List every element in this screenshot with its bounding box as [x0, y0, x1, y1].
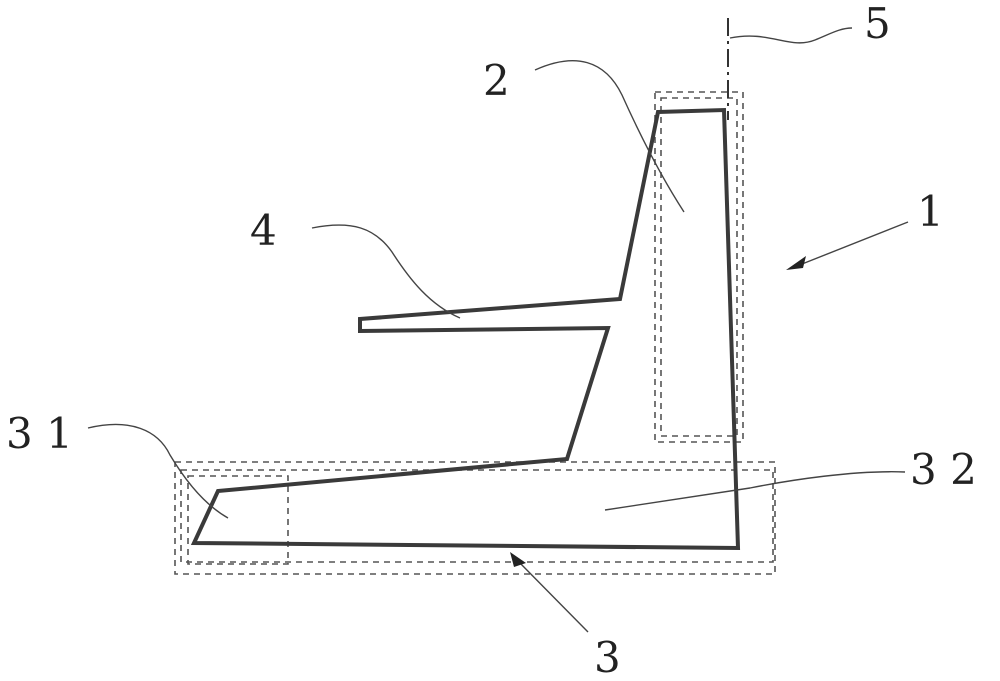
leader-line-2: [535, 61, 684, 212]
label-4: 4: [250, 206, 277, 255]
label-5: 5: [864, 0, 891, 48]
label-1: 1: [917, 187, 944, 236]
arrowhead-1: [786, 256, 806, 270]
label-32: 3 2: [910, 445, 977, 494]
leader-line-32: [605, 472, 905, 510]
member-outline: [194, 110, 738, 548]
arrowhead-3: [510, 552, 526, 567]
leader-line-31: [88, 424, 228, 518]
leader-line-3: [517, 560, 588, 632]
leader-line-4: [312, 225, 460, 318]
leader-line-1: [797, 222, 908, 266]
label-2: 2: [483, 56, 510, 105]
region-3-dashed-box: [175, 462, 775, 574]
label-31: 3 1: [6, 409, 73, 458]
leader-line-5: [730, 28, 852, 43]
label-3: 3: [594, 633, 621, 681]
